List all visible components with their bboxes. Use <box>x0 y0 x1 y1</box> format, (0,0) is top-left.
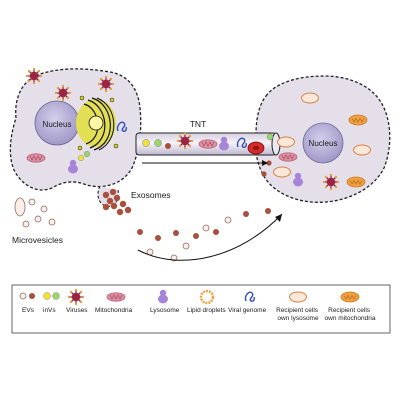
invs-yellow-icon <box>142 139 150 147</box>
legend-label-recipient-mitochondria: Recipient cells own mitochondria <box>325 307 376 322</box>
virus-icon <box>67 288 85 306</box>
invs-yellow-icon <box>77 154 84 161</box>
invs-icon <box>52 292 60 300</box>
invs-green-icon <box>154 139 162 147</box>
nucleus-left-label: Nucleus <box>43 120 72 129</box>
mitochondria-icon <box>278 152 298 162</box>
legend-label-mitochondria: Mitochondria <box>95 307 133 314</box>
evs-icon <box>29 293 35 299</box>
recipient-lysosome-icon <box>277 136 295 148</box>
recipient-mitochondria-icon <box>346 176 366 188</box>
virus-icon <box>322 173 340 191</box>
virus-icon <box>25 67 43 85</box>
golgi-stack <box>76 95 119 151</box>
mitochondria-icon <box>198 139 218 149</box>
microvesicles <box>14 197 56 228</box>
exosomes-label: Exosomes <box>131 190 171 200</box>
ev-icon <box>165 143 171 149</box>
legend-label-evs: EVs <box>22 307 35 314</box>
legend-label-lysosome: Lysosome <box>150 307 180 314</box>
lipid-droplet-icon <box>199 289 215 305</box>
ev-icon <box>261 171 267 177</box>
legend: EVs inVs Viruses Mitochondria Lysosome L… <box>11 284 391 334</box>
ev-uptake-arrow <box>137 213 283 261</box>
nucleus-right-label: Nucleus <box>309 139 338 148</box>
invs-icon <box>43 292 51 300</box>
mitochondria-icon <box>106 292 126 302</box>
red-cargo-icon <box>247 141 265 155</box>
ev-icon <box>266 160 272 166</box>
legend-label-recipient-lysosome: Recipient cells own lysosome <box>276 307 320 322</box>
invs-green-icon <box>266 133 274 141</box>
virus-icon <box>54 84 72 102</box>
legend-label-viral-genome: Viral genome <box>228 307 267 314</box>
mitochondria-icon <box>26 153 46 163</box>
evs-icon <box>19 292 27 300</box>
exosome-cluster <box>102 188 132 216</box>
virus-icon <box>97 75 115 93</box>
recipient-lysosome-icon <box>353 144 371 156</box>
tnt-label: TNT <box>190 119 207 129</box>
invs-green-icon <box>83 150 90 157</box>
nucleus-right <box>302 122 344 164</box>
recipient-mitochondria-icon <box>340 291 360 303</box>
legend-label-viruses: Viruses <box>66 307 88 314</box>
recipient-lysosome-icon <box>301 92 319 104</box>
legend-label-invs: inVs <box>43 307 56 314</box>
virus-icon <box>176 132 194 150</box>
ev-trail <box>137 208 271 262</box>
recipient-lysosome-icon <box>273 166 291 178</box>
recipient-mitochondria-icon <box>348 114 368 126</box>
microvesicles-label: Microvesicles <box>12 235 63 245</box>
recipient-lysosome-icon <box>289 291 307 303</box>
legend-label-lipid-droplets: Lipid droplets <box>187 307 226 314</box>
tnt-transfer-arrow <box>142 160 268 166</box>
